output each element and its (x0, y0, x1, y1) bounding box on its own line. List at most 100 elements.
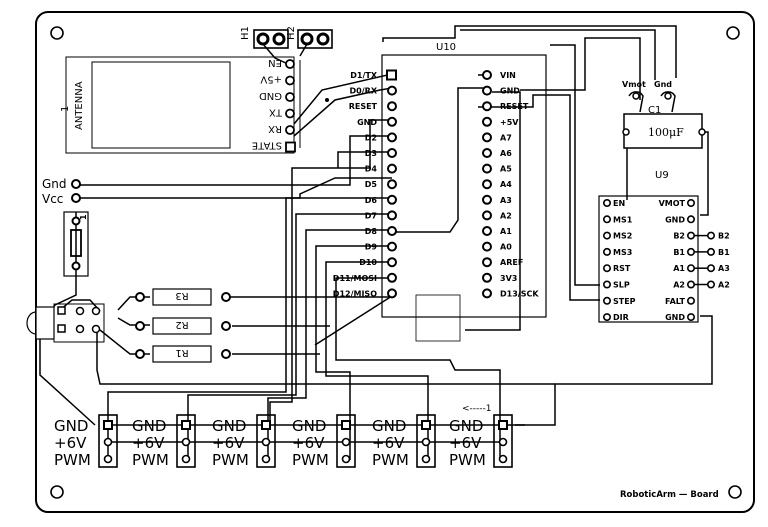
nano-right-pin-label: A3 (500, 196, 512, 205)
nano-left-pin-label: D5 (365, 180, 378, 189)
driver-pin-pad (602, 199, 611, 208)
servo-pad (261, 420, 271, 430)
servo-pad (181, 420, 191, 430)
header-h1-label: H1 (240, 26, 251, 40)
driver-pin-pad (686, 215, 695, 224)
vcc-pad (71, 193, 81, 203)
bt-pin-label: +5V (260, 74, 282, 85)
driver-left-pin-label: RST (613, 264, 631, 273)
nano-pin-pad (482, 241, 492, 252)
servo-pad (421, 454, 431, 464)
driver-left-pin-label: DIR (613, 313, 629, 322)
nano-right-pin-label: AREF (500, 258, 523, 267)
arduino-nano: U10 D1/TXD0/RXRESETGNDD2D3D4D5D6D7D8D9D1… (333, 42, 547, 342)
nano-left-pin-label: D0/RX (350, 87, 378, 96)
servo-header-body (176, 414, 196, 468)
servo-row-label: GND (292, 417, 326, 435)
servo-header-body (256, 414, 276, 468)
motor-label: A3 (718, 264, 730, 273)
nano-left-pin-label: D6 (365, 196, 378, 205)
driver-left-pin-label: MS3 (613, 248, 632, 257)
nano-pin-pad (387, 241, 397, 252)
driver-pin-pad (686, 313, 695, 322)
nano-pin-pad (482, 85, 492, 96)
nano-pin-pad (482, 288, 492, 299)
power-inputs: Gnd Vcc (42, 177, 81, 206)
servo-pad (103, 454, 113, 464)
servo-headers: GND+6VPWMGND+6VPWMGND+6VPWMGND+6VPWMGND+… (54, 414, 513, 469)
driver-right-pin-label: A1 (673, 264, 685, 273)
servo-pad (498, 420, 508, 430)
nano-right-pin-label: VIN (500, 71, 516, 80)
cap-value: 100μF (648, 126, 684, 139)
power-switch: 1 (63, 211, 89, 277)
capacitor-c1: Vmot Gnd C1 100μF (622, 80, 706, 149)
motor-pad (706, 247, 715, 256)
servo-pad (498, 454, 508, 464)
driver-pin-pad (602, 215, 611, 224)
servo-rails (110, 424, 525, 443)
servo-row-label: PWM (449, 451, 486, 469)
nano-pin-pad (387, 210, 397, 221)
resistor-label: R2 (175, 319, 188, 330)
motor-pad (706, 264, 715, 273)
driver-pin-pad (686, 231, 695, 240)
servo-pad (341, 420, 351, 430)
driver-left-pin-label: STEP (613, 297, 636, 306)
nano-pin-pad (387, 101, 397, 112)
nano-right-pin-label: GND (500, 87, 520, 96)
nano-left-pin-label: D2 (365, 133, 377, 142)
nano-pin-pad (482, 116, 492, 127)
bt-pin-label: TX (269, 107, 283, 118)
servo-row-label: PWM (292, 451, 329, 469)
nano-pin-pad (482, 272, 492, 283)
nano-pin-pad (387, 272, 397, 283)
header-h2-label: H2 (286, 26, 297, 40)
nano-right-pin-label: A1 (500, 227, 512, 236)
nano-pin-pad (482, 226, 492, 236)
bt-pin-label: EN (268, 57, 282, 68)
nano-pin-pad (482, 70, 492, 80)
servo-pad (421, 437, 431, 447)
vcc-label: Vcc (42, 192, 63, 206)
bt-pin-pad (285, 125, 295, 135)
nano-pin-pad (482, 257, 492, 268)
servo-pad (261, 454, 271, 464)
nano-pin-pad (387, 116, 397, 127)
bt-pin-pad (285, 141, 296, 153)
driver-pin-pad (686, 247, 695, 256)
nano-right-pin-label: +5V (500, 118, 519, 127)
nano-pin-pad (387, 179, 397, 190)
nano-pin-pad (482, 179, 492, 190)
motor-label: A2 (718, 281, 730, 290)
nano-pin-pad (482, 194, 492, 205)
servo-row-label: +6V (212, 434, 245, 452)
motor-pad (706, 231, 715, 240)
nano-pin-pad (387, 132, 397, 143)
driver-left-pin-label: SLP (613, 281, 630, 290)
bt-pin-label: GND (259, 90, 282, 101)
nano-left-pin-label: D12/MISO (333, 289, 377, 298)
nano-pin-pad (387, 257, 397, 268)
nano-right-pin-label: D13/SCK (500, 289, 539, 298)
driver-pin-pad (686, 264, 695, 273)
driver-right-pin-label: GND (665, 215, 685, 224)
motor-label: B2 (718, 232, 730, 241)
driver-pin-pad (602, 280, 611, 289)
mounting-hole (50, 26, 64, 40)
nano-pin-pad (482, 163, 492, 174)
resistor-pad (135, 349, 145, 359)
servo-pad (103, 420, 113, 430)
nano-right-pin-label: A7 (500, 133, 512, 142)
motor-pad (706, 280, 715, 289)
servo-row-label: +6V (132, 434, 165, 452)
gnd-pad (71, 179, 81, 189)
resistor-body (152, 288, 212, 306)
driver-pin-pad (602, 296, 611, 305)
servo-pad (181, 437, 191, 447)
driver-pin-pad (602, 313, 611, 322)
driver-ref: U9 (655, 170, 669, 181)
bt-pin-pad (285, 75, 295, 86)
